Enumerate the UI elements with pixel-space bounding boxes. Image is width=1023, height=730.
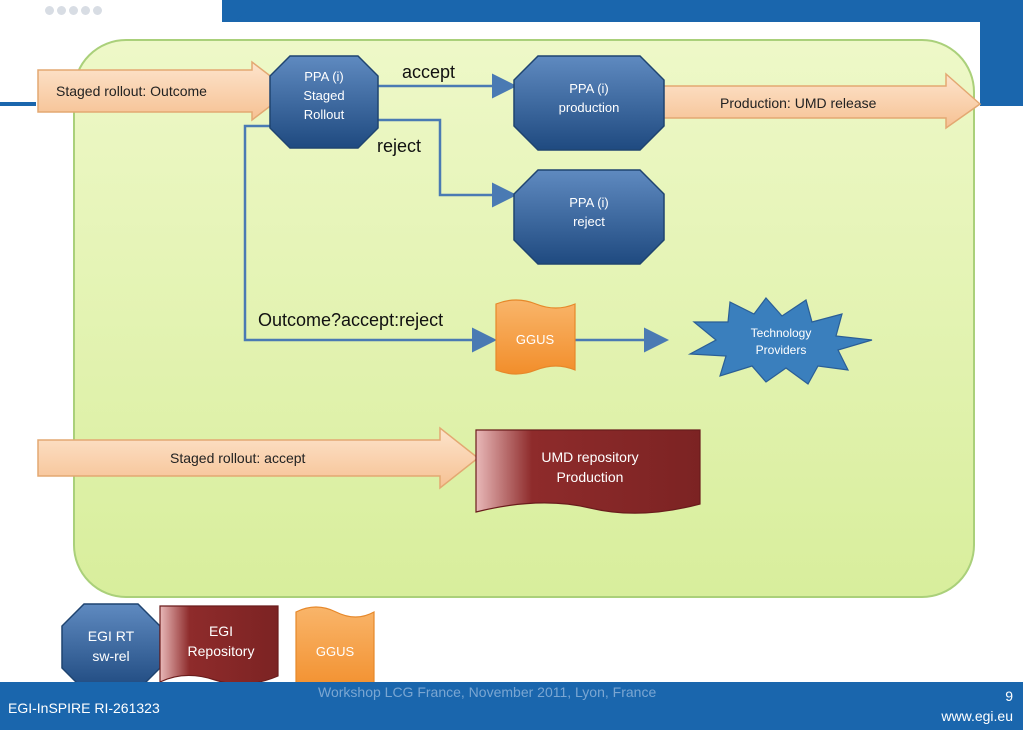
input-accept-label: Staged rollout: accept — [170, 450, 306, 466]
legend-egi-rt-node — [61, 603, 161, 691]
umd-repo-line2: Production — [557, 469, 624, 485]
reject-edge-label: reject — [377, 136, 421, 156]
ppa-staged-line1: PPA (i) — [304, 69, 344, 84]
legend-egi-rt-line1: EGI RT — [88, 628, 135, 644]
egi-logo-dots-icon — [45, 2, 105, 20]
ppa-staged-line3: Rollout — [304, 107, 345, 122]
umd-repository-node — [475, 429, 701, 514]
ppa-staged-rollout-node — [269, 55, 379, 149]
ppa-production-line2: production — [559, 100, 620, 115]
legend-egi-rt-line2: sw-rel — [92, 648, 129, 664]
reject-connector — [378, 118, 517, 208]
ppa-production-line1: PPA (i) — [569, 81, 609, 96]
legend-ggus-label: GGUS — [316, 644, 355, 659]
ppa-staged-line2: Staged — [303, 88, 344, 103]
tech-providers-line1: Technology — [751, 326, 812, 340]
footer-page-number: 9 — [1005, 688, 1013, 704]
ppa-reject-line1: PPA (i) — [569, 195, 609, 210]
legend-egi-repo-line1: EGI — [209, 623, 233, 639]
footer-bar — [0, 682, 1023, 730]
ppa-reject-line2: reject — [573, 214, 605, 229]
technology-providers-node — [687, 297, 873, 385]
accept-edge-label: accept — [402, 62, 455, 82]
ppa-reject-node — [513, 169, 665, 265]
outcome-edge-label: Outcome?accept:reject — [258, 310, 443, 330]
output-production-arrow — [639, 72, 982, 130]
footer-event: Workshop LCG France, November 2011, Lyon… — [318, 684, 657, 700]
legend-egi-repo-line2: Repository — [188, 643, 255, 659]
ppa-production-node — [513, 55, 665, 151]
input-outcome-label: Staged rollout: Outcome — [56, 83, 207, 99]
input-accept-arrow — [37, 426, 480, 490]
footer-project-id: EGI-InSPIRE RI-261323 — [8, 700, 160, 716]
umd-repo-line1: UMD repository — [541, 449, 638, 465]
footer-url: www.egi.eu — [941, 708, 1013, 724]
ggus-node-label: GGUS — [516, 332, 555, 347]
output-production-label: Production: UMD release — [720, 95, 877, 111]
ggus-node — [495, 299, 576, 375]
outcome-connector — [243, 124, 497, 353]
legend-egi-repository-node — [159, 605, 279, 685]
tech-providers-line2: Providers — [756, 343, 807, 357]
